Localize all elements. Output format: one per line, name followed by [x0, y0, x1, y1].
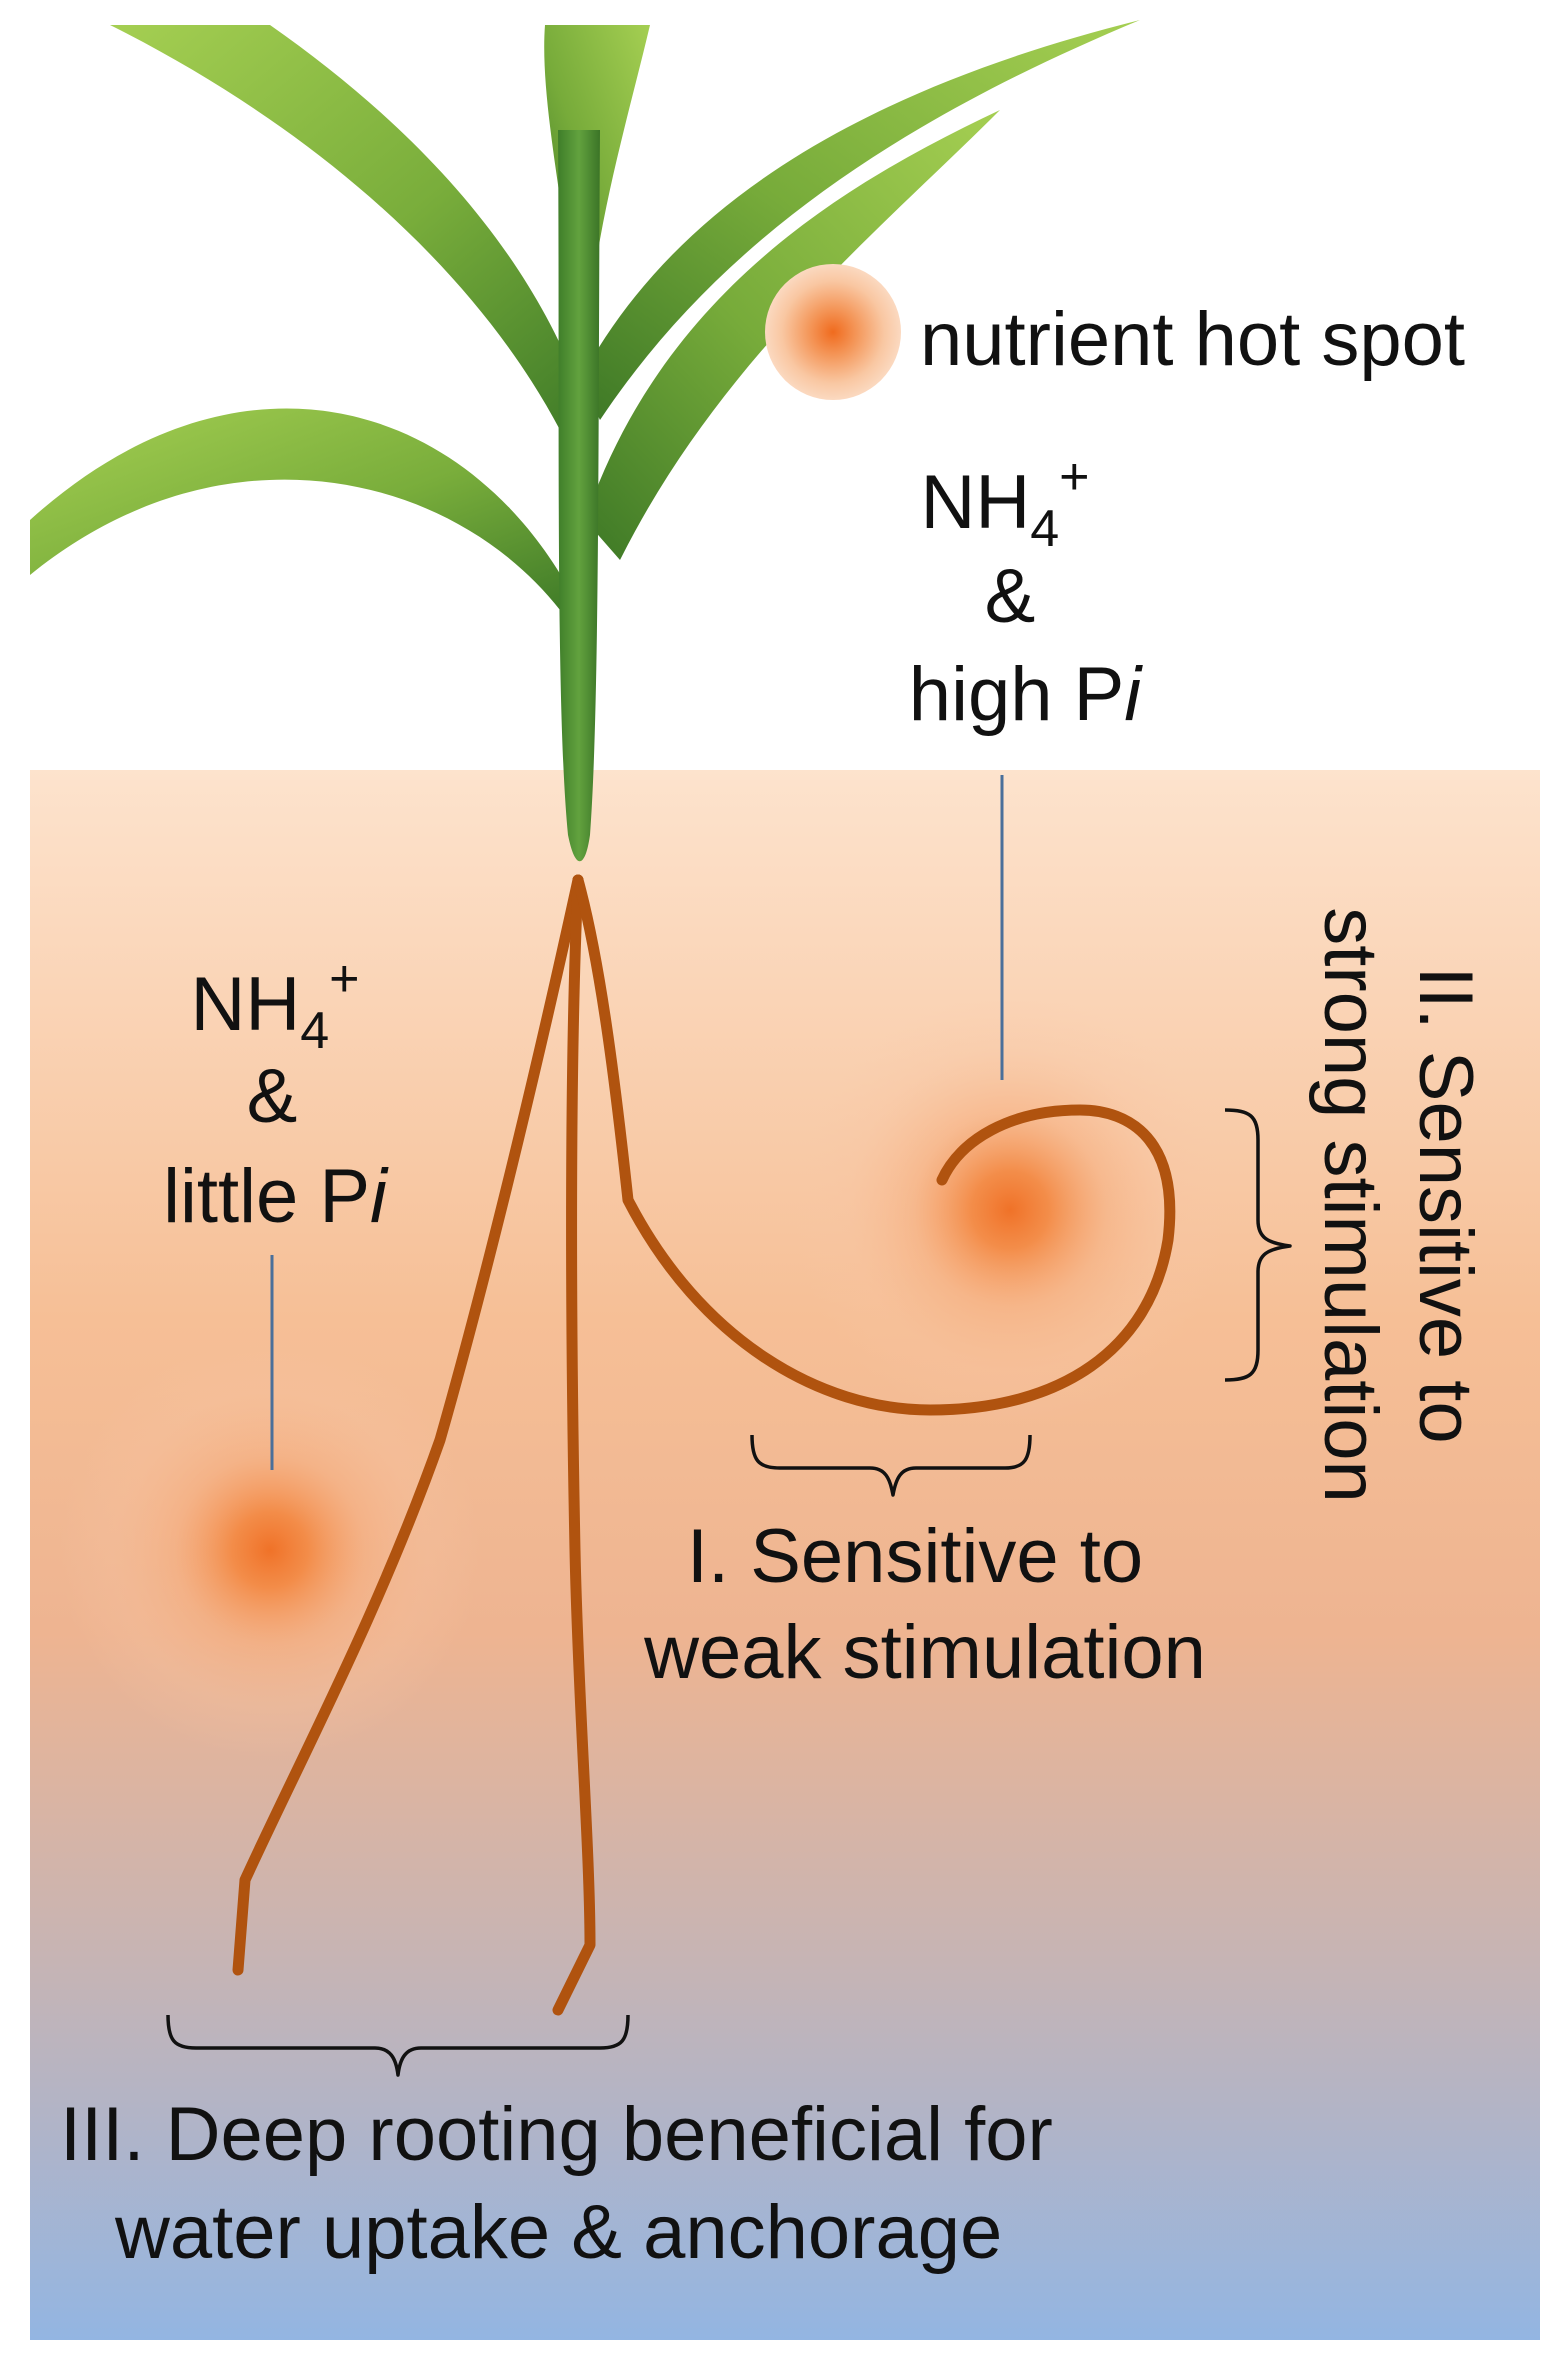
- label-little-pi-line3: little Pi: [163, 1154, 389, 1239]
- label-high-pi-line3: high Pi: [909, 652, 1144, 737]
- label-high-pi-line1: NH4+: [920, 448, 1089, 558]
- bracket-zone-2: [1224, 1108, 1292, 1382]
- label-zone-1-line2: weak stimulation: [643, 1610, 1206, 1695]
- label-zone-3: III. Deep rooting beneficial for water u…: [60, 2092, 1053, 2275]
- label-little-pi-line1: NH4+: [190, 950, 359, 1060]
- leaf-top-left: [110, 25, 590, 430]
- bracket-zone-1: [750, 1434, 1032, 1497]
- label-little-pi: NH4+ & little Pi: [163, 950, 389, 1239]
- nutrient-hot-spot-icon: [765, 264, 901, 400]
- label-zone-3-line1: III. Deep rooting beneficial for: [60, 2092, 1053, 2177]
- label-zone-2: II. Sensitive to strong stimulation: [1308, 907, 1488, 1503]
- label-zone-3-line2: water uptake & anchorage: [114, 2190, 1002, 2275]
- root-system: [232, 874, 1176, 2016]
- stem: [558, 130, 600, 862]
- root-left: [232, 874, 584, 1976]
- root-middle: [552, 874, 596, 2016]
- bracket-zone-3: [166, 2014, 630, 2077]
- label-zone-2-line1: II. Sensitive to: [1403, 966, 1488, 1443]
- label-zone-1-line1: I. Sensitive to: [687, 1514, 1143, 1599]
- label-zone-2-line2: strong stimulation: [1308, 907, 1393, 1503]
- label-high-pi-line2: &: [985, 554, 1036, 639]
- leaf-left: [30, 408, 575, 610]
- label-little-pi-line2: &: [247, 1054, 298, 1139]
- hot-spot-little-pi: [60, 1340, 480, 1760]
- label-high-pi: NH4+ & high Pi: [909, 448, 1144, 737]
- leaf-right: [585, 110, 1000, 560]
- legend-label: nutrient hot spot: [920, 297, 1465, 382]
- label-zone-1: I. Sensitive to weak stimulation: [643, 1514, 1206, 1695]
- root-curled: [572, 874, 1176, 1416]
- hot-spot-high-pi: [795, 995, 1225, 1425]
- plant-shoot: [30, 20, 1140, 862]
